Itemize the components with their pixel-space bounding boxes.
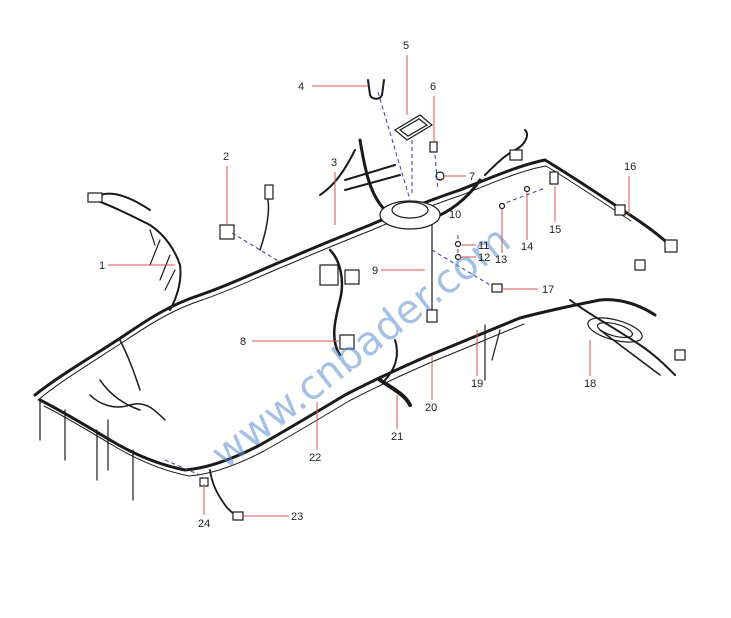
- fastener-13: [498, 202, 506, 210]
- callout-label-1: 1: [99, 260, 105, 272]
- callout-label-16: 16: [624, 161, 636, 173]
- callout-label-22: 22: [309, 452, 321, 464]
- callout-label-4: 4: [298, 81, 304, 93]
- callout-label-12: 12: [478, 252, 490, 264]
- connector-1a: [87, 192, 103, 203]
- callout-label-20: 20: [425, 402, 437, 414]
- callout-label-2: 2: [223, 151, 229, 163]
- hose-parts: [339, 334, 412, 407]
- central-assembly: [319, 138, 482, 357]
- callout-label-5: 5: [403, 40, 409, 52]
- stud-lines: [39, 214, 501, 501]
- watermark: www.cnbader.com: [203, 217, 519, 478]
- connector-23: [232, 511, 244, 521]
- callout-label-7: 7: [469, 171, 475, 183]
- left-harness-branch: [87, 184, 274, 421]
- callout-label-8: 8: [240, 336, 246, 348]
- clip-4: [367, 79, 385, 100]
- callout-label-15: 15: [549, 224, 561, 236]
- callout-label-3: 3: [331, 157, 337, 169]
- sensor-rod-end: [426, 309, 438, 323]
- fastener-11: [454, 240, 462, 248]
- fastener-14: [523, 185, 531, 193]
- fastener-6: [429, 141, 438, 153]
- bracket-2: [219, 224, 235, 240]
- callout-label-17: 17: [542, 284, 554, 296]
- fitting-8: [339, 334, 355, 350]
- main-harness-trunk: [33, 158, 677, 477]
- rear-harness-18: [569, 299, 686, 376]
- callout-label-23: 23: [291, 511, 303, 523]
- bottom-left-branch: [199, 469, 244, 521]
- assembly-lines: [164, 91, 546, 476]
- callout-label-11: 11: [478, 240, 489, 252]
- callout-label-18: 18: [584, 378, 596, 390]
- callout-label-9: 9: [372, 265, 378, 277]
- grommet-5: [393, 114, 434, 141]
- callout-label-6: 6: [430, 81, 436, 93]
- callout-label-10: 10: [449, 209, 461, 221]
- right-harness-branch: [484, 129, 678, 271]
- callout-label-14: 14: [521, 241, 533, 253]
- connector-1b: [264, 184, 274, 200]
- callout-label-13: 13: [495, 254, 507, 266]
- callout-label-24: 24: [198, 518, 210, 530]
- callout-label-21: 21: [391, 431, 403, 443]
- clip-17: [491, 283, 503, 293]
- callout-label-19: 19: [471, 378, 483, 390]
- connector-3: [319, 264, 339, 286]
